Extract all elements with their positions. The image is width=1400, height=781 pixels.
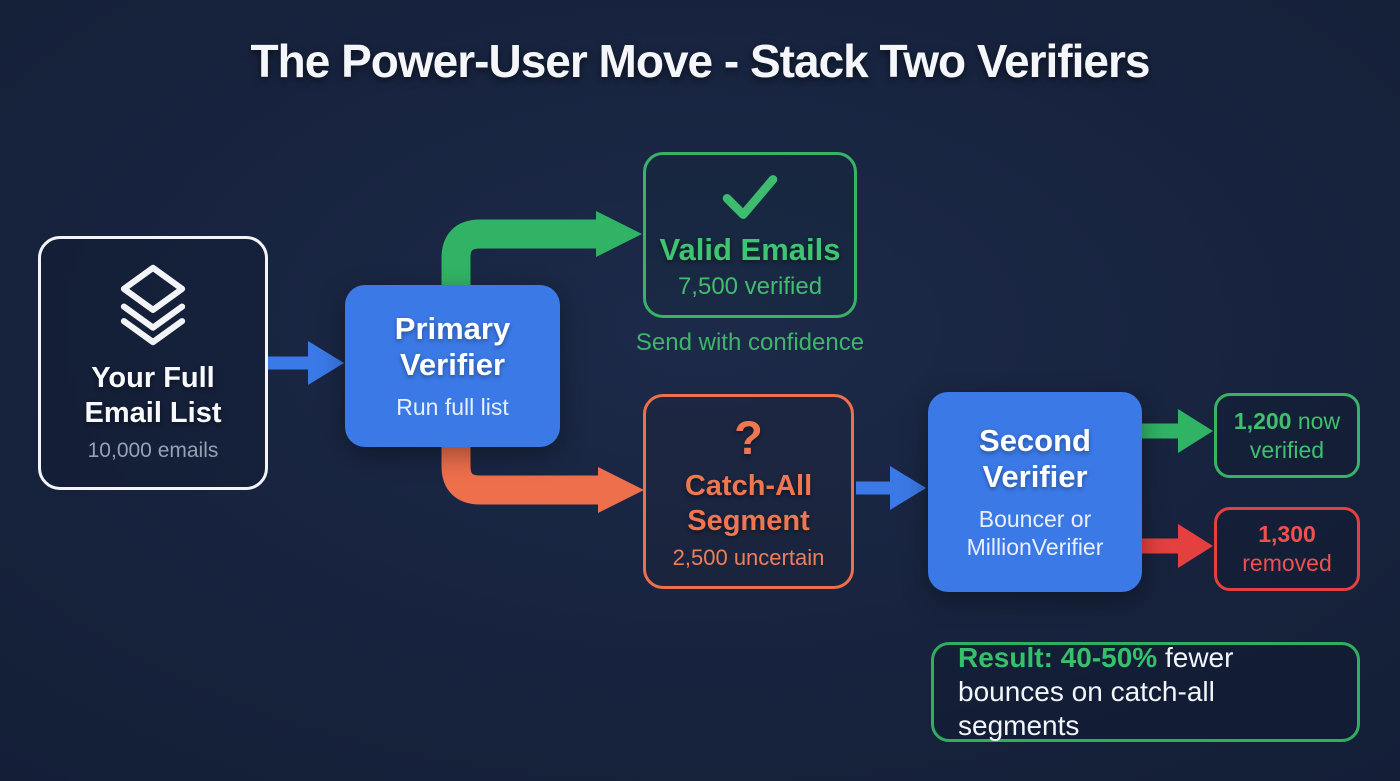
catch-all-title: Catch-All Segment: [684, 469, 813, 537]
primary-verifier-node: Primary Verifier Run full list: [345, 285, 560, 447]
arrow-list-to-primary: [268, 341, 344, 385]
result-highlight: Result: 40-50%: [958, 641, 1158, 673]
arrow-second-to-removed: [1142, 524, 1213, 568]
primary-verifier-subtitle: Run full list: [396, 394, 509, 421]
result-node: Result: 40-50% fewer bounces on catch-al…: [931, 642, 1360, 742]
page-title: The Power-User Move - Stack Two Verifier…: [250, 35, 1151, 87]
now-verified-value: 1,200: [1233, 407, 1292, 434]
arrow-primary-to-catchall: [441, 435, 644, 513]
removed-text: 1,300 removed: [1225, 520, 1349, 578]
valid-emails-caption: Send with confidence: [635, 329, 865, 356]
email-list-title: Your Full Email List: [84, 361, 222, 429]
check-icon: [722, 174, 778, 219]
now-verified-label: now verified: [1249, 407, 1341, 463]
question-mark-icon: ?: [734, 410, 763, 464]
result-rest: fewer bounces on catch-all segments: [958, 641, 1234, 742]
removed-node: 1,300 removed: [1214, 507, 1360, 591]
removed-label: removed: [1242, 550, 1332, 576]
arrow-second-to-verified: [1142, 409, 1213, 453]
layers-icon: [120, 264, 186, 345]
result-text: Result: 40-50% fewer bounces on catch-al…: [958, 641, 1333, 743]
catch-all-node: ? Catch-All Segment 2,500 uncertain: [643, 394, 854, 589]
arrow-primary-to-valid: [441, 211, 642, 300]
second-verifier-subtitle: Bouncer or MillionVerifier: [966, 506, 1104, 561]
second-verifier-node: Second Verifier Bouncer or MillionVerifi…: [928, 392, 1142, 592]
removed-value: 1,300: [1258, 521, 1316, 548]
second-verifier-title: Second Verifier: [979, 422, 1091, 495]
email-list-count: 10,000 emails: [87, 439, 219, 463]
now-verified-node: 1,200 now verified: [1214, 393, 1360, 478]
valid-emails-node: Valid Emails 7,500 verified: [643, 152, 857, 318]
primary-verifier-title: Primary Verifier: [394, 310, 511, 383]
arrow-catchall-to-second: [856, 466, 926, 510]
valid-emails-count: 7,500 verified: [677, 272, 823, 300]
now-verified-text: 1,200 now verified: [1225, 407, 1349, 465]
valid-emails-title: Valid Emails: [659, 231, 841, 267]
email-list-node: Your Full Email List 10,000 emails: [38, 236, 268, 490]
catch-all-count: 2,500 uncertain: [672, 545, 825, 571]
